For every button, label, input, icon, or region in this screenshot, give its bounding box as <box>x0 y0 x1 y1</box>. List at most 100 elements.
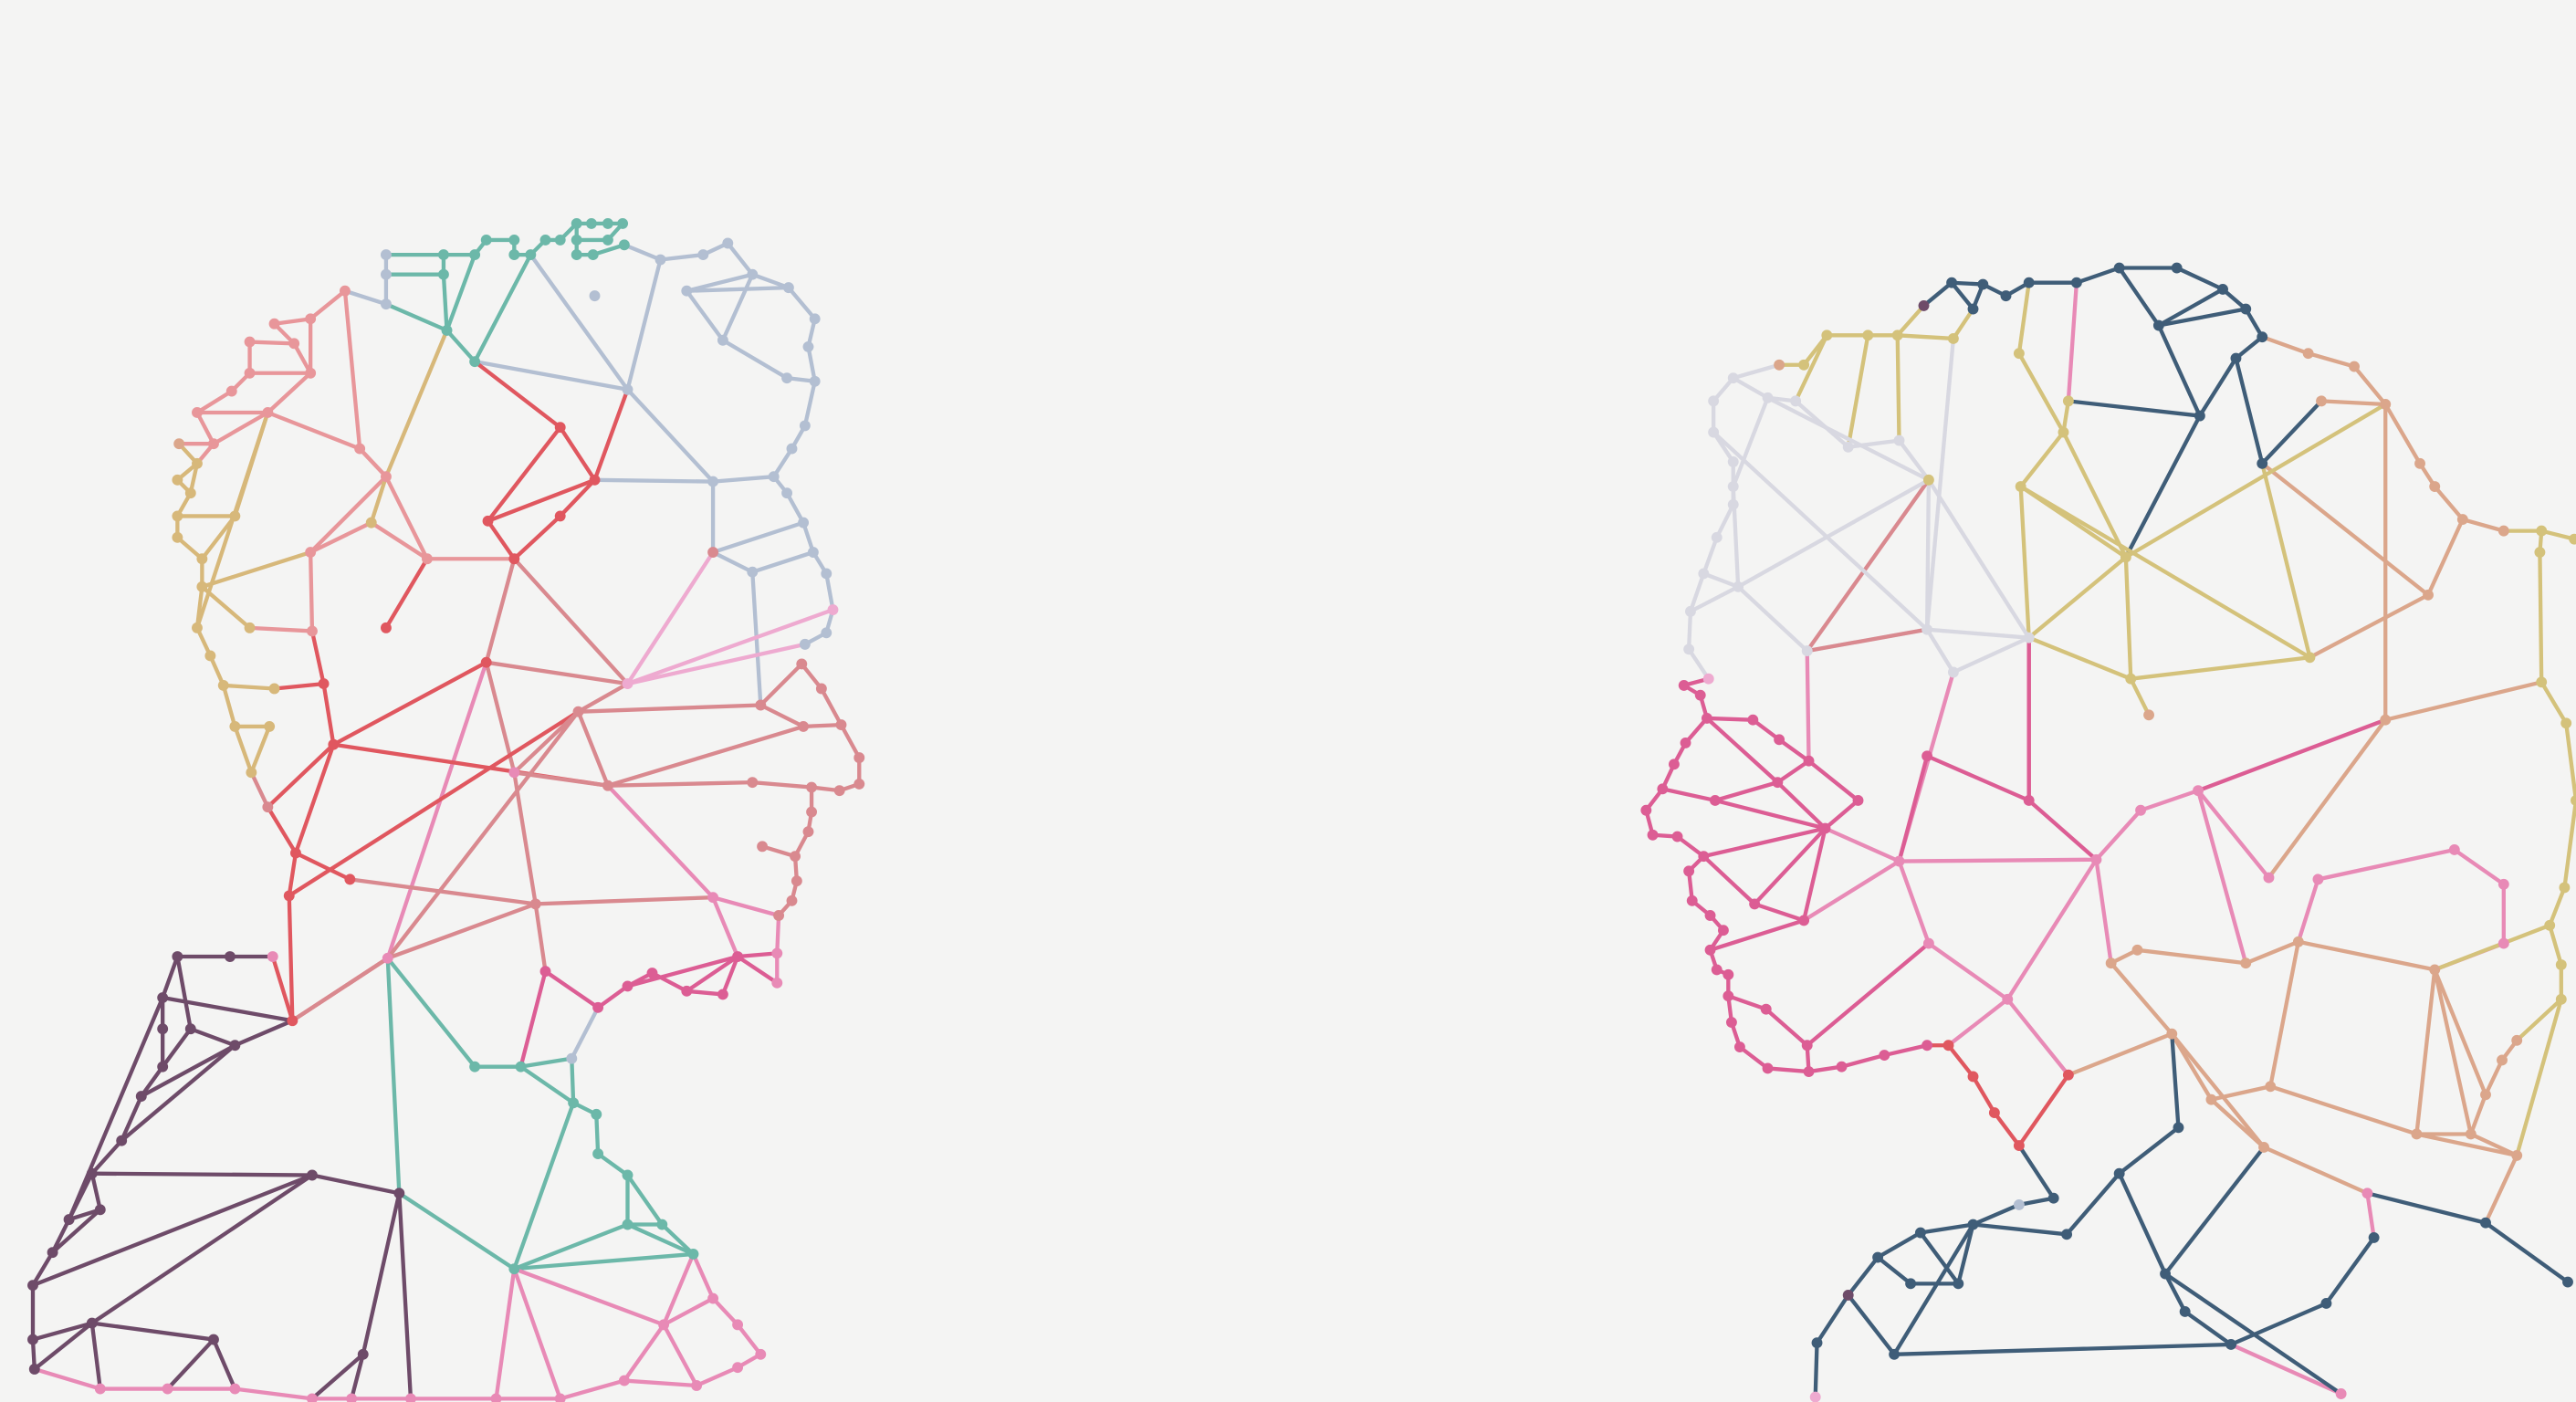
network-edge <box>2170 1031 2267 1150</box>
network-node <box>2152 319 2164 331</box>
network-edge <box>308 475 389 555</box>
network-edge <box>2308 592 2431 660</box>
network-node <box>86 1167 98 1179</box>
network-node <box>1683 643 1695 655</box>
network-node <box>809 375 821 387</box>
network-node <box>1760 1003 1772 1015</box>
network-node <box>2171 262 2183 274</box>
network-node <box>833 785 845 797</box>
network-node <box>771 947 783 959</box>
network-node <box>617 217 629 229</box>
network-node <box>1967 1219 1979 1230</box>
network-node <box>208 438 219 450</box>
network-node <box>589 290 601 302</box>
network-edge <box>1924 754 2031 803</box>
network-node <box>591 1108 602 1120</box>
network-node <box>287 1015 298 1027</box>
network-edge <box>1823 798 1860 831</box>
network-node <box>381 249 392 261</box>
network-edge <box>2267 717 2388 880</box>
network-edge <box>824 571 835 612</box>
network-node <box>381 268 392 280</box>
network-node <box>469 356 481 368</box>
network-edge <box>441 272 449 333</box>
network-node <box>2125 673 2137 685</box>
network-edge <box>194 584 204 631</box>
network-node <box>1698 851 1710 863</box>
network-edge <box>397 1191 517 1271</box>
network-edge <box>1731 376 1770 400</box>
network-node <box>2070 277 2082 288</box>
network-node <box>571 217 582 229</box>
network-edge <box>694 1365 740 1388</box>
network-node <box>2113 1167 2125 1179</box>
network-node <box>622 678 634 690</box>
network-edge <box>2244 939 2301 966</box>
network-node <box>1647 829 1659 841</box>
network-edge <box>165 1337 216 1391</box>
network-node <box>437 268 449 280</box>
network-edge <box>233 724 254 775</box>
network-edge <box>2138 788 2201 812</box>
network-edge <box>1688 584 1741 614</box>
network-edge <box>2296 939 2437 972</box>
network-node <box>508 767 520 779</box>
network-node <box>2179 1306 2191 1317</box>
network-edge <box>1765 1066 1811 1074</box>
network-node <box>821 568 832 580</box>
network-node <box>732 1362 744 1374</box>
network-node <box>707 892 719 904</box>
network-node <box>1821 330 1833 341</box>
network-edge <box>1775 779 1827 831</box>
network-edge <box>494 1266 517 1401</box>
network-edge <box>759 703 806 729</box>
network-edge <box>30 1250 55 1288</box>
network-edge <box>2539 528 2576 541</box>
network-edge <box>1846 1255 1880 1298</box>
network-edge <box>270 954 295 1023</box>
network-node <box>508 553 520 565</box>
network-edge <box>397 1191 414 1401</box>
network-node <box>2562 1276 2573 1288</box>
network-node <box>2062 1069 2074 1081</box>
network-node <box>27 1334 38 1345</box>
network-edge <box>30 1173 315 1288</box>
network-node <box>807 547 819 558</box>
network-node <box>539 234 551 246</box>
network-node <box>2497 878 2509 890</box>
network-edge <box>175 535 204 561</box>
network-node <box>1819 822 1831 834</box>
network-edge <box>1806 1064 1844 1074</box>
network-node <box>508 1263 520 1275</box>
network-node <box>63 1214 75 1226</box>
network-node <box>602 217 613 229</box>
network-edge <box>2414 968 2437 1136</box>
network-edge <box>272 317 313 326</box>
network-node <box>654 254 666 266</box>
network-node <box>2555 959 2567 970</box>
network-node <box>757 841 769 853</box>
network-node <box>1749 898 1761 910</box>
network-node <box>2015 481 2026 492</box>
network-node <box>602 779 613 791</box>
network-edge <box>710 475 776 484</box>
network-node <box>773 910 785 921</box>
network-edge <box>2026 555 2129 640</box>
network-edge <box>2094 857 2113 966</box>
network-edge <box>293 742 336 855</box>
network-edge <box>2066 280 2079 403</box>
network-edge <box>2268 1084 2419 1136</box>
network-node <box>2258 1141 2269 1153</box>
network-node <box>622 1219 634 1230</box>
network-edge <box>576 681 630 714</box>
network-edge <box>2016 1143 2056 1200</box>
network-edge <box>211 1337 237 1391</box>
network-node <box>1727 372 1739 384</box>
network-edge <box>32 1366 102 1391</box>
network-node <box>2544 919 2556 931</box>
network-node <box>381 622 392 633</box>
network-node <box>2217 283 2228 295</box>
network-edge <box>1891 1342 2234 1356</box>
network-node <box>305 547 317 558</box>
network-node <box>1704 944 1716 956</box>
